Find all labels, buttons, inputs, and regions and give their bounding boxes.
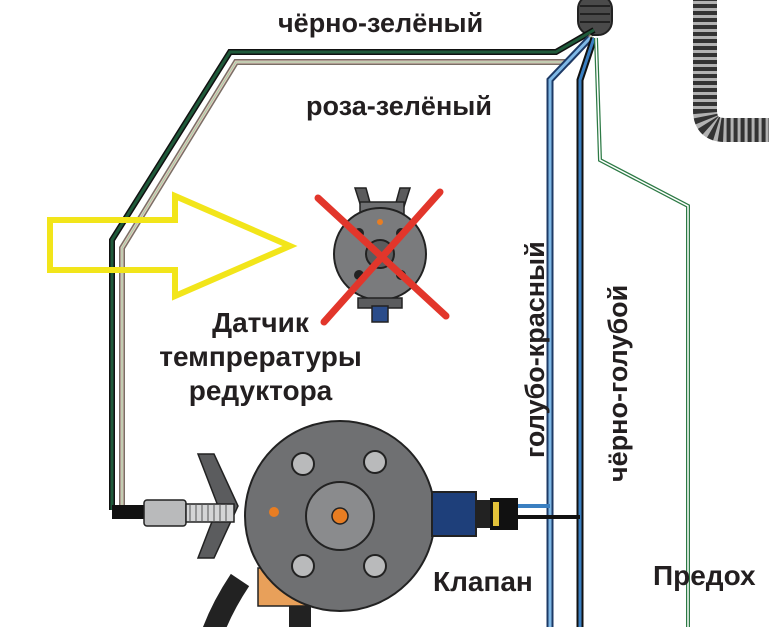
corrugated-harness-icon <box>577 0 769 142</box>
sensor-caption-line-1: Датчик <box>212 307 309 338</box>
sensor-caption-line-2: темпрературы <box>159 341 362 372</box>
wire-black-blue <box>576 36 598 627</box>
sensor-caption: Датчик темпрературы редуктора <box>138 306 383 408</box>
wire-green-thin <box>594 37 690 627</box>
label-wire-black-blue: чёрно-голубой <box>603 284 633 482</box>
valve-wires <box>518 504 580 519</box>
hollow-arrow-right-icon <box>47 191 298 301</box>
label-wire-blue-red: голубо-красный <box>520 241 550 458</box>
wire-black-green <box>109 27 596 510</box>
label-fuse-partial: Предох <box>653 560 756 591</box>
label-wire-pink-green: роза-зелёный <box>306 91 492 121</box>
cross-out-icon <box>314 188 450 326</box>
gas-reducer-icon <box>112 420 518 627</box>
label-wire-black-green: чёрно-зелёный <box>278 8 484 38</box>
label-valve: Клапан <box>433 566 533 597</box>
wire-blue-red <box>546 35 593 627</box>
sensor-caption-line-3: редуктора <box>188 375 333 406</box>
